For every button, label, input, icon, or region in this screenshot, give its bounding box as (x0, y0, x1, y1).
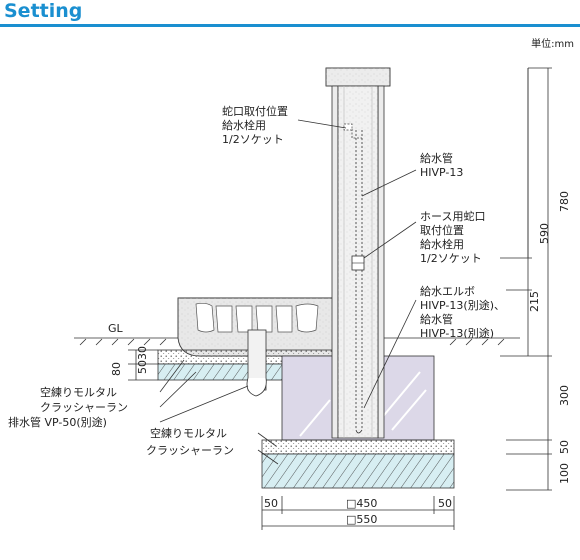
elbow-line1: 給水エルボ (420, 284, 475, 298)
dim-50-bottom-left: 50 (264, 497, 278, 510)
label-drain-pipe: 排水管 VP-50(別途) (8, 415, 107, 429)
supply-pipe (355, 130, 363, 434)
dim-590: 590 (538, 223, 551, 244)
elbow-line4: HIVP-13(別途) (420, 326, 494, 340)
dim-sq450: □450 (346, 497, 377, 510)
dim-50-right: 50 (558, 440, 571, 454)
unit-label: 単位:mm (531, 39, 574, 50)
elbow-line3: 給水管 (420, 312, 453, 326)
main-foundation (261, 439, 455, 489)
dim-300: 300 (558, 385, 571, 406)
label-hose-faucet: ホース用蛇口 取付位置 給水栓用 1/2ソケット (420, 209, 485, 265)
title-underline (0, 24, 580, 27)
hose-faucet-line2: 取付位置 (420, 223, 464, 237)
top-socket-icon (343, 123, 362, 139)
right-dimensions (500, 67, 552, 491)
left-dimensions (128, 349, 158, 381)
dim-50-left: 50 (136, 360, 149, 374)
dim-sq550: □550 (346, 513, 377, 526)
hose-socket-icon (351, 255, 365, 271)
supply-pipe-line1: 給水管 (420, 151, 453, 165)
bottom-dimensions (261, 496, 455, 530)
dim-100: 100 (558, 463, 571, 484)
hose-faucet-line1: ホース用蛇口 (420, 209, 485, 223)
dim-215: 215 (528, 291, 541, 312)
page-title: Setting (4, 0, 83, 22)
label-left-mortar: 空練りモルタル (40, 385, 117, 399)
dim-780: 780 (558, 191, 571, 212)
label-gl: GL (108, 322, 124, 335)
label-mid-crusher: クラッシャーラン (146, 444, 234, 457)
label-supply-pipe: 給水管 HIVP-13 (420, 151, 463, 179)
supply-pipe-line2: HIVP-13 (420, 166, 463, 179)
label-left-crusher: クラッシャーラン (40, 401, 128, 414)
hose-faucet-line4: 1/2ソケット (420, 252, 482, 265)
dim-30: 30 (136, 346, 149, 360)
faucet-pos-line3: 1/2ソケット (222, 133, 284, 146)
dim-50-bottom-right: 50 (438, 497, 452, 510)
elbow-line2: HIVP-13(別途)、 (420, 298, 505, 312)
leader-lines (159, 119, 417, 465)
label-mid-mortar: 空練りモルタル (150, 426, 227, 440)
drain-pipe (246, 329, 267, 397)
label-elbow: 給水エルボ HIVP-13(別途)、 給水管 HIVP-13(別途) (420, 284, 505, 340)
drain-basin (177, 297, 341, 357)
faucet-pos-line2: 給水栓用 (222, 118, 266, 132)
label-faucet-position: 蛇口取付位置 給水栓用 1/2ソケット (222, 104, 288, 146)
faucet-post (325, 67, 391, 439)
hose-faucet-line3: 給水栓用 (420, 237, 464, 251)
ground-line (74, 337, 520, 346)
faucet-pos-line1: 蛇口取付位置 (222, 104, 288, 118)
dim-80: 80 (110, 362, 123, 376)
